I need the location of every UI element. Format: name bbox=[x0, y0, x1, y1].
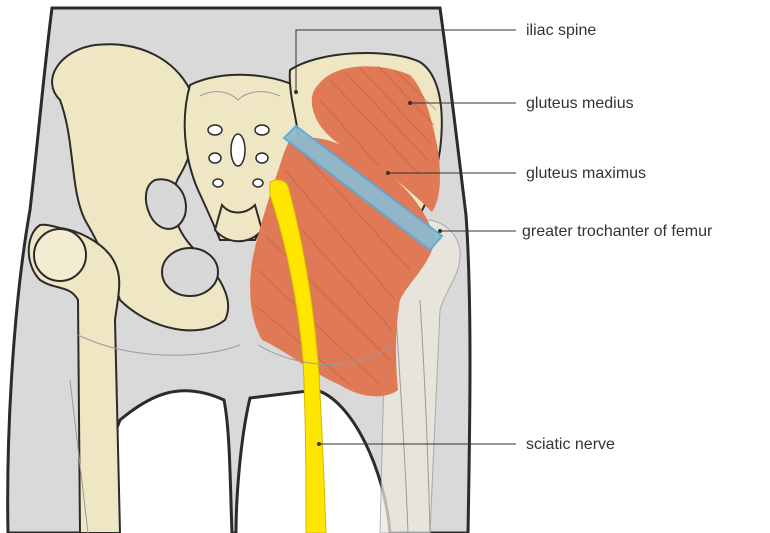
leader-dot-greater-trochanter bbox=[438, 229, 442, 233]
leader-dot-gluteus-medius bbox=[408, 101, 412, 105]
leader-dot-iliac-spine bbox=[294, 90, 298, 94]
label-text-sciatic-nerve: sciatic nerve bbox=[526, 436, 615, 453]
left-femoral-head bbox=[34, 229, 86, 281]
left-obturator-foramen bbox=[162, 248, 218, 296]
label-text-greater-trochanter: greater trochanter of femur bbox=[522, 223, 713, 240]
label-text-gluteus-medius: gluteus medius bbox=[526, 95, 634, 112]
label-text-gluteus-maximus: gluteus maximus bbox=[526, 165, 646, 182]
label-text-iliac-spine: iliac spine bbox=[526, 22, 596, 39]
label-greater-trochanter: greater trochanter of femur bbox=[438, 223, 713, 240]
leader-dot-sciatic-nerve bbox=[317, 442, 321, 446]
leader-dot-gluteus-maximus bbox=[386, 171, 390, 175]
